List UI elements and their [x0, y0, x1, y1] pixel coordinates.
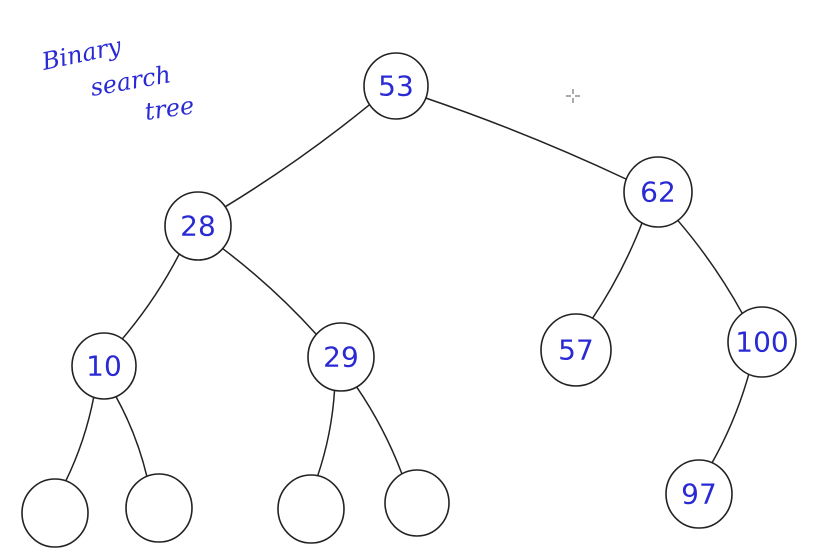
node-label: 29: [323, 341, 359, 374]
node-circle: [125, 473, 193, 543]
node-circle: [307, 322, 375, 392]
edge-n10-e1: [64, 395, 95, 483]
node-circle: [71, 332, 137, 400]
node-circle: [21, 478, 89, 548]
node-circle: [164, 191, 232, 261]
edge-n28-n29: [221, 247, 318, 336]
node-circle: [384, 469, 450, 537]
node-circle: [540, 313, 612, 387]
node-label: 57: [558, 334, 594, 367]
edge-n53-n62: [424, 97, 628, 180]
node-circle: [623, 156, 693, 228]
node-circle: [363, 52, 429, 120]
empty-leaf-node: [125, 473, 193, 543]
node-28: 28: [164, 191, 232, 261]
diagram-title: Binary search tree: [38, 32, 195, 126]
node-53: 53: [363, 52, 429, 120]
edge-n62-n57: [591, 221, 644, 320]
crosshair-cursor-icon: [566, 89, 580, 103]
edge-n53-n28: [224, 103, 371, 208]
node-29: 29: [307, 322, 375, 392]
node-label: 53: [378, 70, 414, 103]
node-circle: [665, 459, 733, 529]
edge-n29-e4: [355, 385, 403, 476]
empty-leaf-node: [384, 469, 450, 537]
node-10: 10: [71, 332, 137, 400]
node-circle: [277, 474, 345, 544]
node-label: 62: [640, 176, 676, 209]
edge-n10-e2: [114, 395, 148, 478]
node-100: 100: [727, 306, 797, 378]
empty-leaf-node: [21, 478, 89, 548]
node-97: 97: [665, 459, 733, 529]
node-57: 57: [540, 313, 612, 387]
edge-n29-e3: [316, 388, 336, 478]
node-62: 62: [623, 156, 693, 228]
node-label: 97: [681, 478, 717, 511]
node-label: 100: [735, 326, 788, 359]
tree-edges: [64, 97, 750, 483]
node-label: 10: [86, 350, 122, 383]
edge-n62-n100: [676, 219, 744, 315]
node-label: 28: [180, 210, 216, 243]
title-line-3: tree: [143, 91, 196, 126]
node-circle: [727, 306, 797, 378]
edge-n100-n97: [710, 372, 750, 465]
empty-leaf-node: [277, 474, 345, 544]
tree-nodes: 53 28 62 10 29 57 100 97: [21, 52, 797, 548]
edge-n28-n10: [121, 252, 181, 341]
